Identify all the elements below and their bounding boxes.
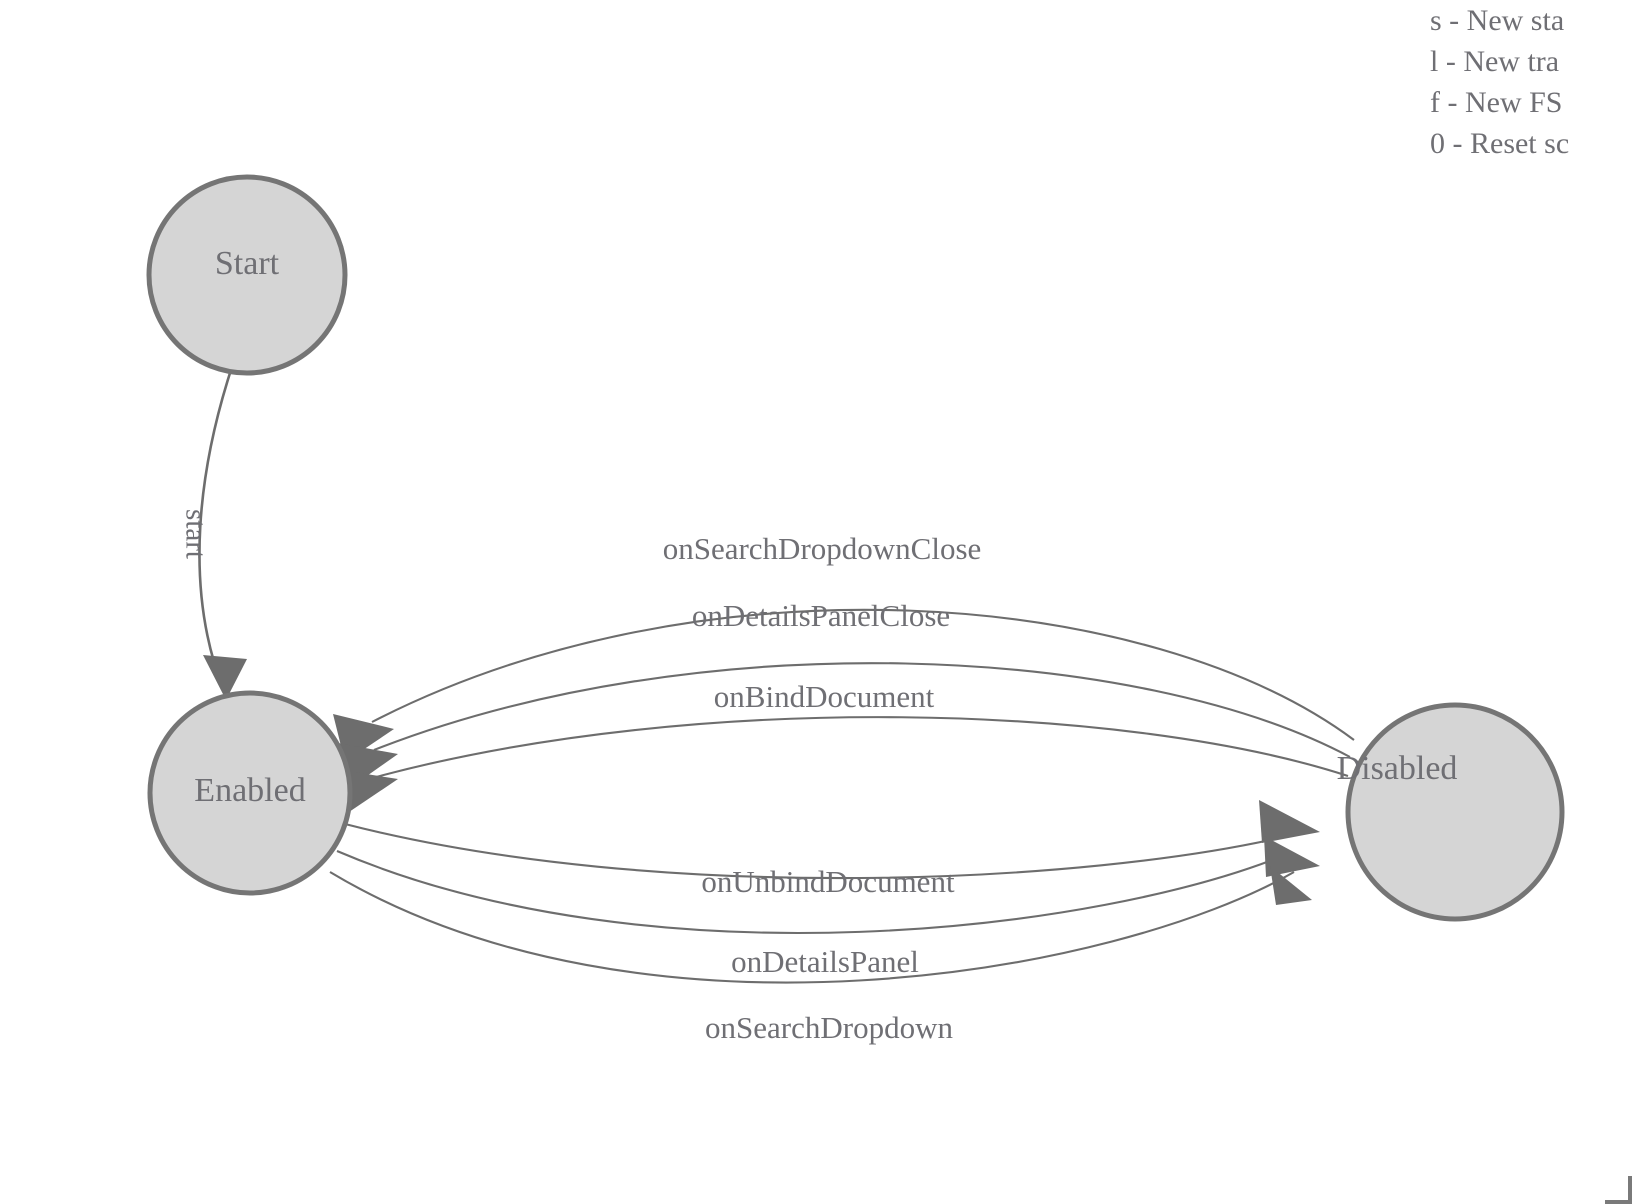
arrowhead-onbinddocument (341, 770, 398, 812)
arrowheads-into-enabled (333, 714, 398, 812)
help-line-reset: 0 - Reset sc (1430, 127, 1570, 160)
arrowhead-ondetailspanel (1264, 836, 1320, 877)
edge-group-disabled-to-enabled (371, 608, 1355, 779)
edge-path-onsearchdropdownclose[interactable] (371, 608, 1355, 741)
node-disabled-label: Disabled (1337, 750, 1458, 787)
arrowhead-onunbinddocument (1259, 800, 1320, 843)
edge-label-start: start (179, 509, 211, 559)
edge-labels: start onSearchDropdownClose onDetailsPan… (179, 509, 981, 1045)
panel-corner-marker[interactable] (1605, 1176, 1632, 1204)
node-start-label: Start (215, 245, 280, 282)
edge-path-ondetailspanelclose[interactable] (373, 662, 1351, 758)
help-line-new-state: s - New sta (1430, 4, 1565, 37)
edge-group-start-to-enabled (198, 372, 247, 700)
edge-path-onunbinddocument[interactable] (344, 822, 1289, 880)
edge-label-ondetailspanelclose: onDetailsPanelClose (692, 598, 950, 633)
edge-label-onsearchdropdown: onSearchDropdown (705, 1010, 953, 1045)
edge-path-onbinddocument[interactable] (375, 716, 1349, 779)
edge-path-onsearchdropdown[interactable] (329, 871, 1295, 984)
edge-path-start[interactable] (198, 372, 232, 663)
help-line-new-transition: l - New tra (1430, 45, 1560, 78)
edge-path-ondetailspanel[interactable] (336, 850, 1291, 935)
node-disabled-circle[interactable] (1345, 702, 1565, 922)
arrowheads-into-disabled (1259, 800, 1320, 905)
edge-group-enabled-to-disabled (329, 822, 1295, 984)
help-line-new-fsm: f - New FS (1430, 86, 1563, 119)
node-enabled-label: Enabled (194, 772, 305, 809)
help-overlay: s - New sta l - New tra f - New FS 0 - R… (1430, 0, 1632, 164)
arrowhead-onsearchdropdown (1270, 866, 1312, 905)
node-start[interactable]: Start (146, 174, 348, 376)
edge-label-ondetailspanel: onDetailsPanel (731, 944, 919, 979)
edge-label-onbinddocument: onBindDocument (714, 679, 935, 714)
node-disabled[interactable]: Disabled (1337, 702, 1565, 922)
node-enabled[interactable]: Enabled (147, 690, 353, 896)
edge-label-onsearchdropdownclose: onSearchDropdownClose (663, 531, 982, 566)
node-start-circle[interactable] (146, 174, 348, 376)
corner-marker-vertical (1628, 1176, 1632, 1204)
corner-marker-horizontal (1605, 1200, 1632, 1204)
edge-label-onunbinddocument: onUnbindDocument (701, 864, 955, 899)
arrowhead-start (203, 655, 247, 700)
node-enabled-circle[interactable] (147, 690, 353, 896)
